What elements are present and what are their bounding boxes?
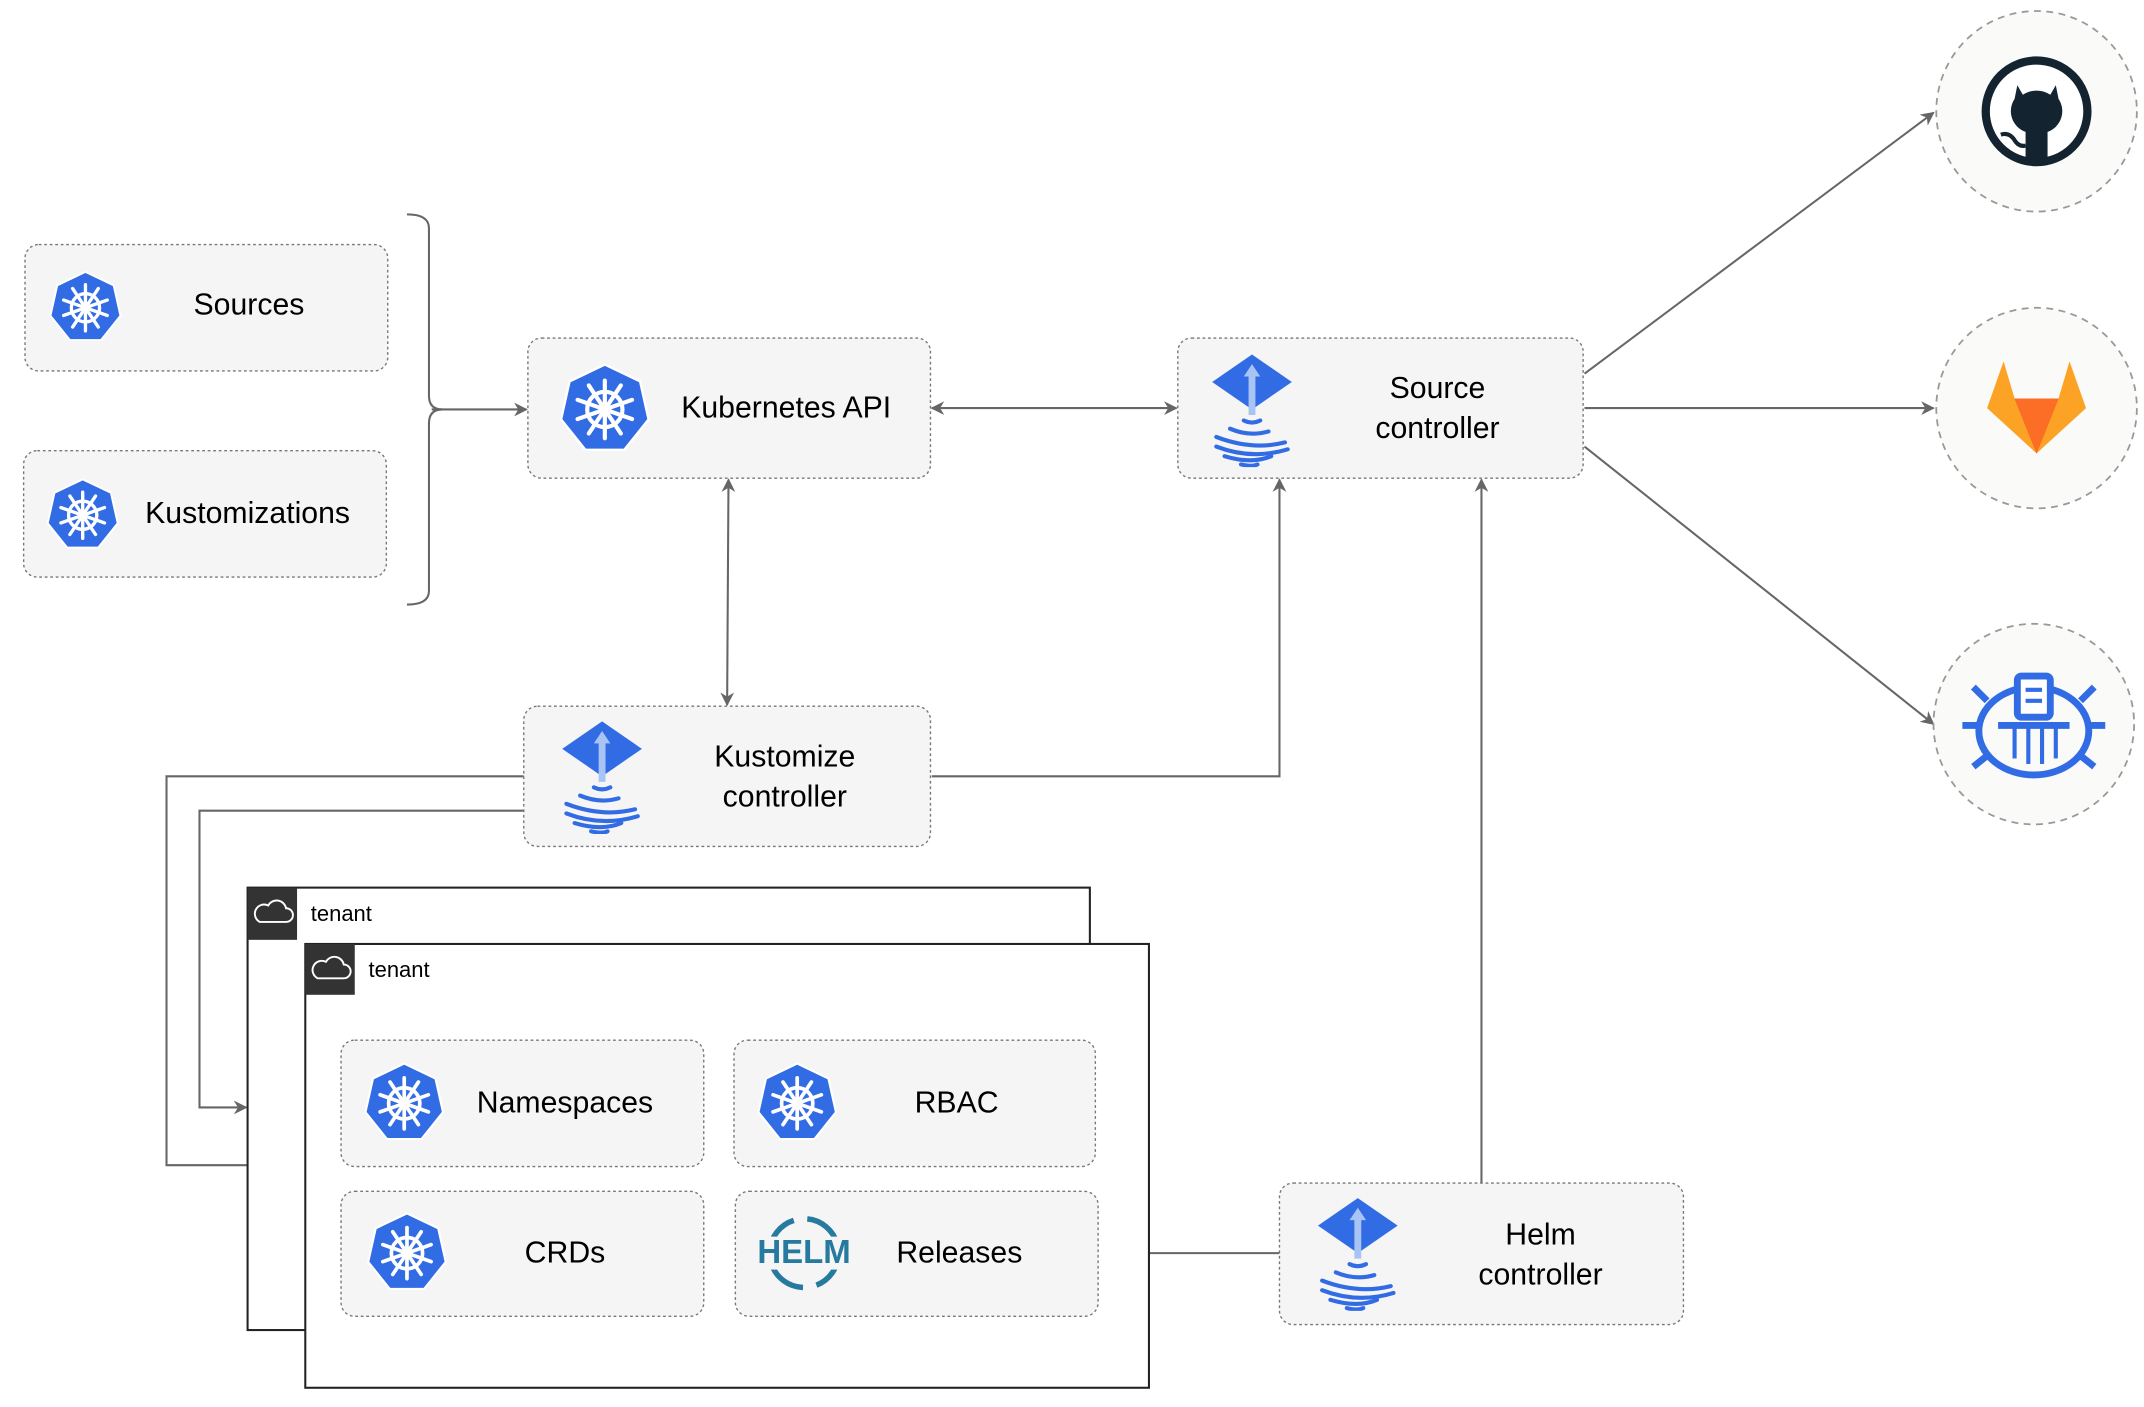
- node-rbac[interactable]: RBAC: [733, 1039, 1097, 1168]
- github-source[interactable]: [1935, 10, 2138, 213]
- node-label: Kustomizations: [145, 497, 350, 530]
- node-helm-controller[interactable]: Helm controller: [1278, 1182, 1685, 1326]
- helm-logo-text: HELM: [757, 1233, 850, 1270]
- connectors: [165, 111, 1935, 1260]
- node-kubernetes-api[interactable]: Kubernetes API: [527, 337, 932, 479]
- node-label: controller: [1375, 412, 1499, 445]
- node-label: Helm: [1505, 1219, 1576, 1252]
- node-label: Sources: [194, 288, 305, 321]
- arrow-api-kustomize-controller: [720, 478, 736, 707]
- cloud-icon: [253, 899, 294, 923]
- gitlab-source[interactable]: [1935, 306, 2138, 510]
- node-label: Source: [1390, 372, 1486, 405]
- node-label: controller: [1478, 1258, 1602, 1291]
- node-source-controller[interactable]: Source controller: [1177, 337, 1584, 479]
- helm-icon: HELM: [757, 1216, 851, 1291]
- node-releases[interactable]: HELM Releases: [734, 1190, 1099, 1318]
- arrow-kustomize-to-source: [931, 478, 1287, 778]
- cloud-icon-bg: [305, 943, 355, 995]
- bucket-source[interactable]: [1932, 622, 2136, 826]
- arrow-kustomize-to-tenant-1: [198, 809, 524, 1115]
- arrow-source-to-github: [1583, 111, 1935, 375]
- node-label: Kubernetes API: [681, 391, 891, 424]
- arrow-kustomize-to-tenant-2: [165, 775, 524, 1173]
- cloud-icon-bg: [247, 887, 298, 940]
- github-icon: [1981, 56, 2092, 167]
- gitlab-icon: [1987, 361, 2087, 454]
- node-sources[interactable]: Sources: [24, 243, 389, 372]
- node-label: RBAC: [915, 1087, 999, 1120]
- cloud-icon: [311, 955, 352, 980]
- bucket-icon: [1962, 672, 2106, 779]
- node-label: CRDs: [525, 1236, 606, 1269]
- node-kustomizations[interactable]: Kustomizations: [22, 449, 388, 578]
- node-namespaces[interactable]: Namespaces: [340, 1039, 705, 1168]
- node-label: Namespaces: [477, 1087, 653, 1120]
- node-crds[interactable]: CRDs: [340, 1190, 705, 1318]
- node-label: Releases: [896, 1236, 1022, 1269]
- arrow-source-to-bucket: [1583, 445, 1935, 725]
- node-label: Kustomize: [714, 740, 855, 773]
- node-label: controller: [723, 780, 847, 813]
- node-kustomize-controller[interactable]: Kustomize controller: [523, 705, 932, 848]
- tenant-label: tenant: [311, 901, 372, 926]
- tenant-label: tenant: [369, 957, 430, 982]
